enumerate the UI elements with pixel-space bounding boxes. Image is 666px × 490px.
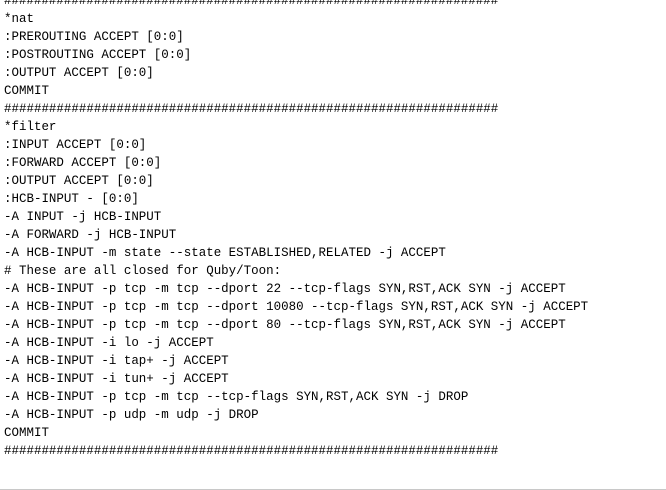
rule-line: -A HCB-INPUT -p tcp -m tcp --tcp-flags S… — [4, 389, 469, 404]
chain-output-nat: :OUTPUT ACCEPT [0:0] — [4, 65, 154, 80]
rule-line: -A HCB-INPUT -p tcp -m tcp --dport 10080… — [4, 299, 589, 314]
rule-line: -A FORWARD -j HCB-INPUT — [4, 227, 177, 242]
rule-line: -A HCB-INPUT -p tcp -m tcp --dport 22 --… — [4, 281, 566, 296]
chain-output-filter: :OUTPUT ACCEPT [0:0] — [4, 173, 154, 188]
chain-input: :INPUT ACCEPT [0:0] — [4, 137, 147, 152]
separator-line: ########################################… — [4, 0, 499, 8]
rule-line: -A HCB-INPUT -m state --state ESTABLISHE… — [4, 245, 446, 260]
chain-prerouting: :PREROUTING ACCEPT [0:0] — [4, 29, 184, 44]
rule-line: -A INPUT -j HCB-INPUT — [4, 209, 162, 224]
rule-line: -A HCB-INPUT -p udp -m udp -j DROP — [4, 407, 259, 422]
chain-postrouting: :POSTROUTING ACCEPT [0:0] — [4, 47, 192, 62]
rule-line: -A HCB-INPUT -i tun+ -j ACCEPT — [4, 371, 229, 386]
chain-forward: :FORWARD ACCEPT [0:0] — [4, 155, 162, 170]
comment-line: # These are all closed for Quby/Toon: — [4, 263, 282, 278]
commit-line: COMMIT — [4, 425, 49, 440]
rule-line: -A HCB-INPUT -p tcp -m tcp --dport 80 --… — [4, 317, 566, 332]
commit-line: COMMIT — [4, 83, 49, 98]
rule-line: -A HCB-INPUT -i lo -j ACCEPT — [4, 335, 214, 350]
separator-line: ########################################… — [4, 101, 499, 116]
rule-line: -A HCB-INPUT -i tap+ -j ACCEPT — [4, 353, 229, 368]
nat-table-header: *nat — [4, 11, 34, 26]
filter-table-header: *filter — [4, 119, 57, 134]
separator-line: ########################################… — [4, 443, 499, 458]
chain-hcb-input: :HCB-INPUT - [0:0] — [4, 191, 139, 206]
iptables-config-text[interactable]: ########################################… — [4, 0, 664, 460]
